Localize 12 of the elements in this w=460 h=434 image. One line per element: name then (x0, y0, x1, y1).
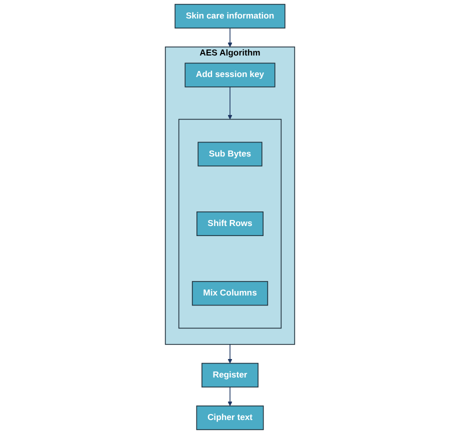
cluster (178, 118, 282, 329)
arrow (228, 28, 232, 48)
node-box: Sub Bytes (198, 142, 262, 166)
node-box: Add session key (184, 62, 276, 88)
arrow (228, 386, 232, 406)
arrow (228, 344, 232, 364)
node-box: Skin care information (174, 4, 286, 28)
node-box: Mix Columns (192, 281, 268, 306)
node-box: Register (202, 362, 258, 388)
node-box: Shift Rows (196, 211, 264, 236)
node-box: Cipher text (196, 406, 264, 430)
arrow (228, 86, 232, 120)
